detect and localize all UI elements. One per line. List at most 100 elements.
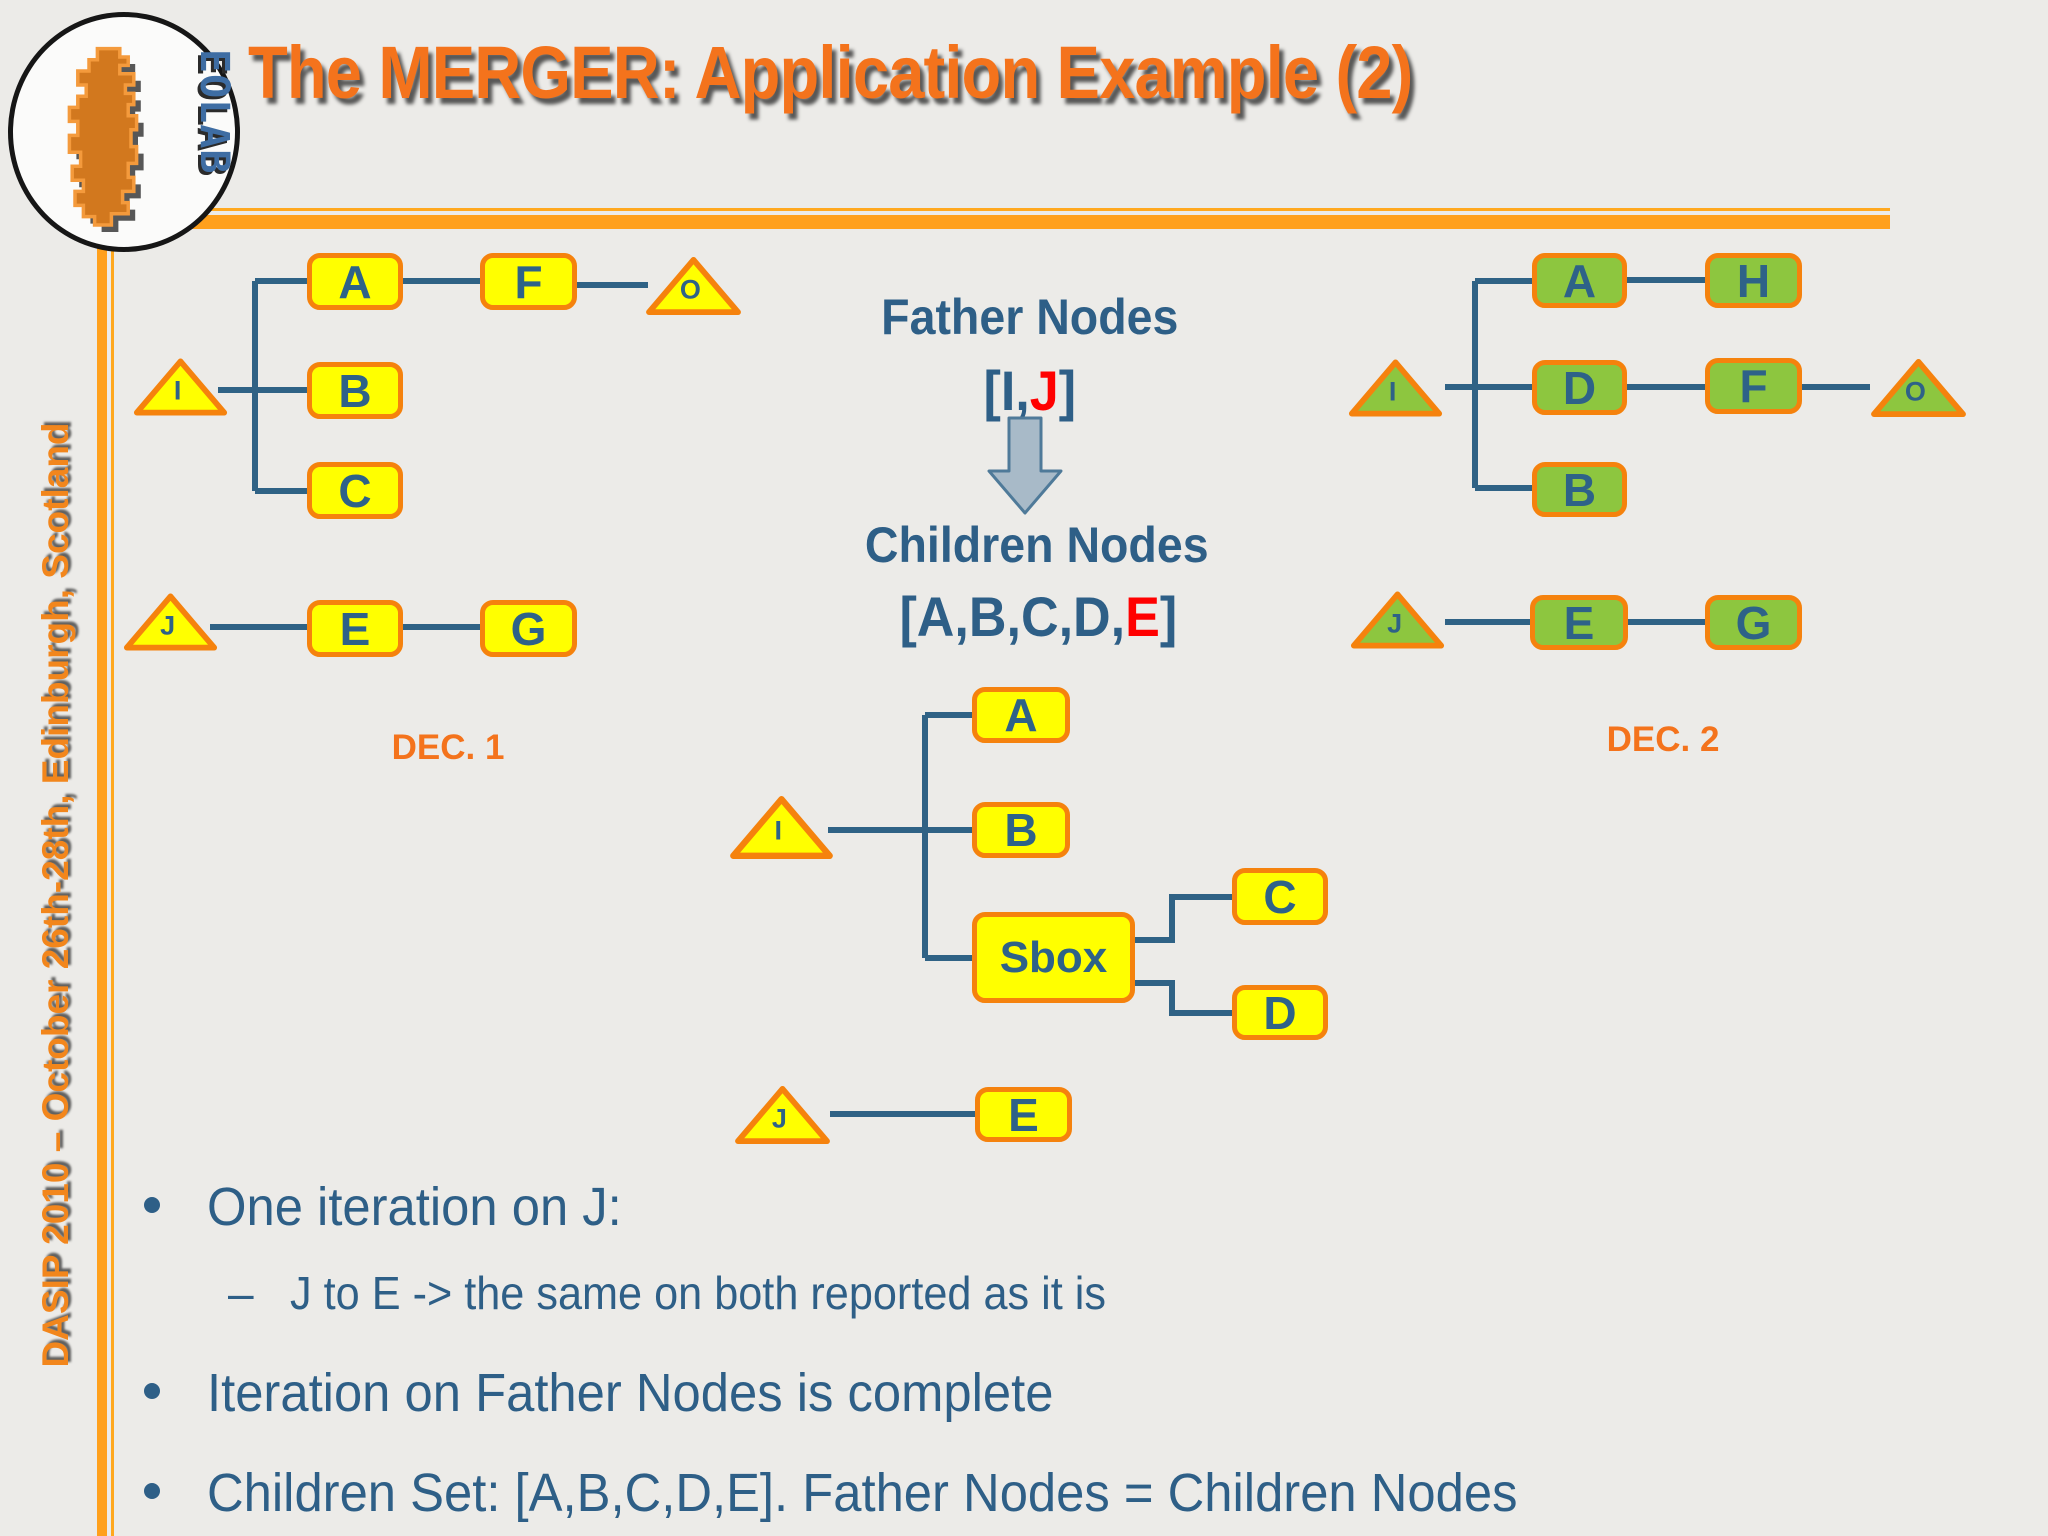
node-label: G	[1735, 596, 1772, 649]
node-label: C	[1263, 870, 1297, 923]
triangle-icon	[1350, 591, 1445, 649]
merged-node-C: C	[1232, 868, 1328, 925]
dec1-node-G: G	[480, 600, 577, 657]
merged-node-I: I	[728, 795, 835, 860]
merged-diagram: I A B Sbox C D J E	[700, 650, 1400, 1170]
father-nodes-set: [I,J]	[820, 358, 1240, 423]
dec2-node-J: J	[1350, 590, 1445, 650]
node-label: H	[1736, 254, 1771, 307]
node-label: D	[1562, 361, 1597, 414]
dec1-node-C: C	[307, 462, 403, 519]
node-label: Sbox	[999, 932, 1108, 982]
dec2-node-H: H	[1705, 253, 1802, 308]
dec1-node-E: E	[307, 600, 403, 657]
dec1-node-A: A	[307, 253, 403, 310]
dec2-node-A: A	[1532, 253, 1627, 308]
triangle-icon	[133, 358, 228, 416]
bullet-item-1: One iteration on J:	[207, 1176, 648, 1238]
node-label: A	[1004, 689, 1038, 741]
node-label: C	[338, 464, 372, 517]
node-label: I	[1388, 376, 1397, 407]
dec1-node-O: O	[642, 256, 745, 316]
triangle-icon	[1871, 358, 1966, 418]
node-label: G	[510, 602, 547, 655]
merged-node-A: A	[972, 687, 1070, 743]
bullet-dot	[144, 1383, 160, 1399]
triangle-icon	[123, 593, 218, 651]
dec2-node-B: B	[1532, 462, 1627, 517]
dec1-connector-lines	[210, 278, 648, 630]
node-label: J	[771, 1103, 787, 1134]
dec1-node-F: F	[480, 253, 577, 310]
merged-node-Sbox: Sbox	[972, 912, 1135, 1003]
children-set-text: [A,B,C,D,E]	[899, 584, 1177, 649]
node-label: O	[679, 274, 701, 305]
vertical-rule-thick	[97, 226, 107, 1536]
merged-node-B: B	[972, 802, 1070, 858]
bullet-item-2: Iteration on Father Nodes is complete	[207, 1362, 1107, 1424]
set-red-char: E	[1124, 585, 1160, 648]
dec2-node-I: I	[1348, 358, 1443, 418]
dec2-node-E: E	[1530, 595, 1628, 650]
bullet-text: Children Set: [A,B,C,D,E]. Father Nodes …	[207, 1463, 1518, 1523]
dec2-diagram: I A H D F O B J E G DEC. 2	[1330, 230, 2030, 790]
node-label: O	[1904, 376, 1926, 407]
set-prefix: [A,B,C,D,	[899, 585, 1125, 648]
node-label: I	[173, 375, 182, 406]
triangle-icon	[1348, 359, 1443, 417]
set-suffix: ]	[1058, 359, 1077, 422]
sidebar-conference-text: DASIP 2010 – October 26th-28th, Edinburg…	[35, 422, 76, 1368]
set-suffix: ]	[1159, 585, 1177, 648]
dec1-node-B: B	[307, 362, 403, 419]
sub-bullet-dash: –	[228, 1267, 254, 1319]
node-label: A	[338, 255, 372, 308]
node-label: E	[1008, 1088, 1039, 1141]
node-label: F	[1739, 360, 1768, 412]
bullet-text: Iteration on Father Nodes is complete	[207, 1363, 1054, 1423]
node-label: J	[1387, 608, 1403, 639]
node-label: F	[514, 255, 543, 308]
dec2-connector-lines	[1445, 277, 1870, 625]
horizontal-rule-thick	[100, 215, 1890, 229]
page-title: The MERGER: Application Example (2)	[248, 31, 1413, 114]
dec2-node-F: F	[1705, 358, 1802, 414]
triangle-icon	[730, 796, 833, 859]
bullet-text: One iteration on J:	[207, 1177, 622, 1237]
bullet-text: J to E -> the same on both reported as i…	[290, 1267, 1106, 1319]
children-nodes-heading: Children Nodes	[827, 516, 1247, 574]
merged-node-J: J	[730, 1085, 835, 1145]
bullet-dot	[144, 1483, 160, 1499]
node-label: E	[339, 602, 371, 655]
vertical-rule-thin	[111, 226, 114, 1536]
merged-node-E: E	[975, 1087, 1072, 1142]
down-arrow-icon	[987, 416, 1063, 515]
node-label: D	[1263, 986, 1297, 1039]
node-label: A	[1562, 254, 1597, 307]
father-set-text: [I,J]	[984, 358, 1077, 423]
bullet-item-1a: J to E -> the same on both reported as i…	[290, 1266, 1158, 1320]
children-nodes-set: [A,B,C,D,E]	[828, 584, 1248, 649]
dec1-diagram: I A F O B C J E G DEC. 1	[100, 230, 780, 790]
eolab-logo: EOLAB	[8, 12, 240, 252]
dec1-caption: DEC. 1	[391, 728, 505, 767]
bullet-item-3: Children Set: [A,B,C,D,E]. Father Nodes …	[207, 1462, 1601, 1524]
node-label: B	[1562, 463, 1597, 516]
horizontal-rule-thin	[100, 208, 1890, 211]
dec2-caption: DEC. 2	[1606, 720, 1720, 759]
node-label: B	[1004, 804, 1038, 856]
set-prefix: [I,	[983, 359, 1030, 422]
bullet-dot	[144, 1197, 160, 1213]
dec1-node-J: J	[123, 592, 218, 652]
father-nodes-label: Father Nodes	[881, 289, 1179, 345]
dec1-node-I: I	[133, 357, 228, 417]
node-label: J	[160, 610, 176, 641]
dec2-node-O: O	[1867, 358, 1970, 418]
sardinia-island-icon	[67, 46, 144, 232]
triangle-icon	[735, 1085, 830, 1145]
merged-connector-lines	[828, 712, 1235, 1117]
node-label: I	[774, 815, 783, 846]
dec2-node-D: D	[1532, 360, 1627, 415]
children-nodes-label: Children Nodes	[865, 517, 1209, 573]
father-nodes-heading: Father Nodes	[820, 288, 1240, 346]
